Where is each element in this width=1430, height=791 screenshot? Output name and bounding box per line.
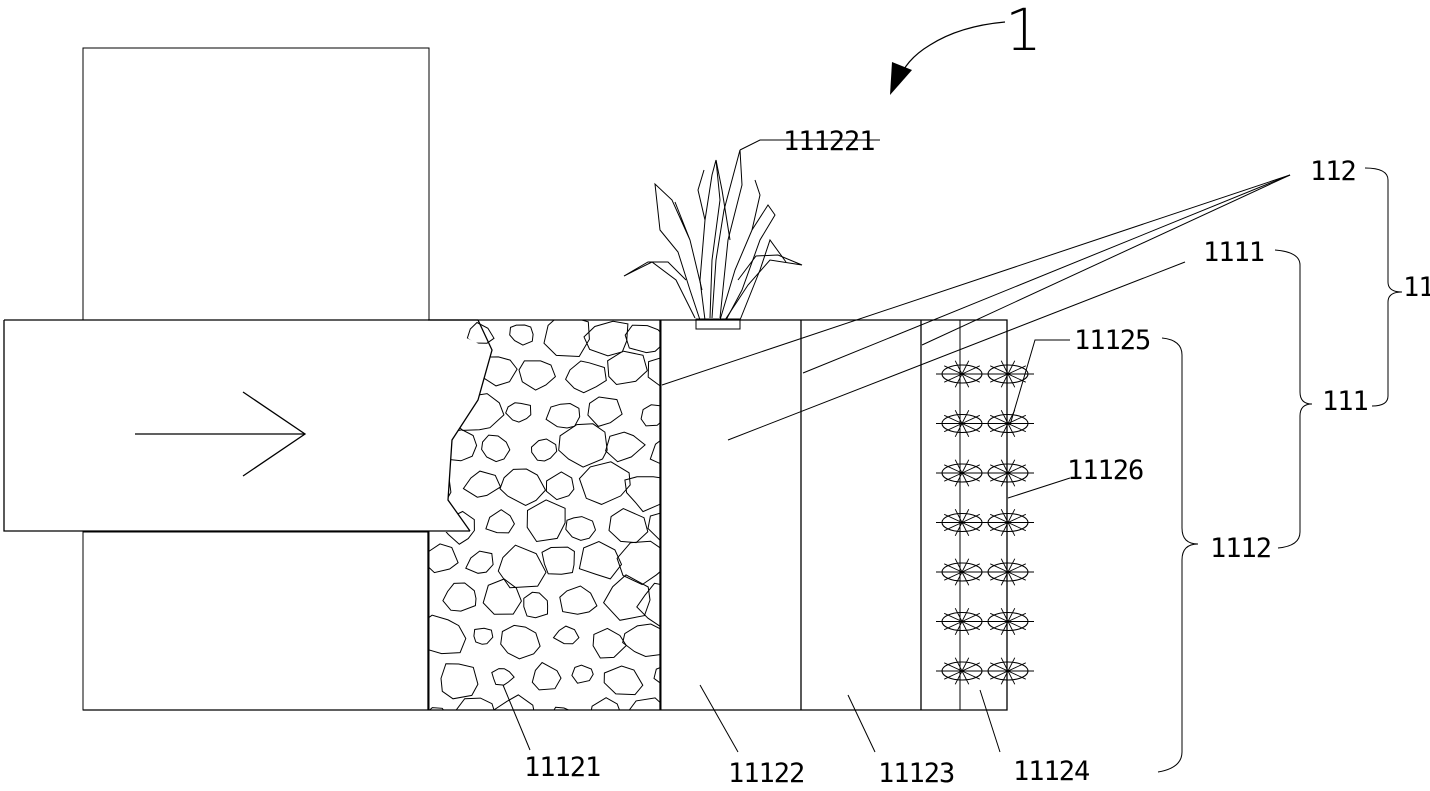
gravel-stone xyxy=(647,509,660,543)
brick-wall-top xyxy=(82,47,430,321)
gravel-stone xyxy=(442,582,477,612)
root-nodes xyxy=(936,360,1034,685)
gravel-stone xyxy=(428,326,450,346)
gravel-stone xyxy=(541,546,575,575)
label-11126: 11126 xyxy=(1067,455,1143,486)
gravel-stone xyxy=(481,356,518,387)
gravel-stone xyxy=(481,434,511,463)
gravel-stone xyxy=(465,550,494,574)
gravel-stone xyxy=(493,694,536,710)
gravel-stone xyxy=(583,320,629,357)
gravel-stone xyxy=(428,393,459,434)
gravel-stone xyxy=(473,627,494,645)
label-11121: 11121 xyxy=(524,752,600,783)
gravel-stone xyxy=(428,707,451,710)
figure-pointer-arrow xyxy=(890,21,1006,95)
gravel-stone xyxy=(518,360,556,391)
gravel-stone xyxy=(607,350,648,386)
label-11122: 11122 xyxy=(728,758,804,789)
gravel-stone xyxy=(499,468,547,507)
gravel-stone xyxy=(559,585,598,615)
label-1112: 1112 xyxy=(1210,533,1271,564)
gravel-stone xyxy=(466,321,495,344)
gravel-stone xyxy=(602,574,651,621)
gravel-stone xyxy=(500,624,541,660)
gravel-layer xyxy=(428,320,660,710)
gravel-stone xyxy=(605,431,646,463)
label-112: 112 xyxy=(1310,156,1356,187)
gravel-stone xyxy=(616,540,660,586)
label-11123: 11123 xyxy=(878,758,954,789)
gravel-stone xyxy=(545,471,575,501)
gravel-stone xyxy=(448,393,505,431)
gravel-stone xyxy=(428,467,452,504)
label-111221: 111221 xyxy=(783,126,875,157)
label-11125: 11125 xyxy=(1074,325,1150,356)
leader-lines xyxy=(502,139,1403,773)
label-11124: 11124 xyxy=(1013,756,1089,787)
gravel-stone xyxy=(627,697,660,710)
gravel-stone xyxy=(454,697,497,710)
gravel-stone xyxy=(608,508,649,544)
label-111: 111 xyxy=(1322,386,1368,417)
gravel-stone xyxy=(587,396,623,427)
gravel-stone xyxy=(571,664,594,684)
figure-number: 1 xyxy=(1005,0,1042,64)
gravel-stone xyxy=(653,663,660,686)
gravel-stone xyxy=(531,661,562,691)
gravel-stone xyxy=(649,435,660,470)
gravel-stone xyxy=(462,470,502,498)
gravel-stone xyxy=(428,543,459,574)
gravel-stone xyxy=(428,614,467,655)
gravel-stone xyxy=(565,516,597,541)
gravel-stone xyxy=(505,402,532,423)
gravel-stone xyxy=(578,461,631,505)
gravel-stone xyxy=(640,404,660,427)
label-11: 11 xyxy=(1403,272,1430,303)
gravel-stone xyxy=(482,578,522,615)
gravel-stone xyxy=(437,360,477,395)
gravel-stone xyxy=(491,668,515,686)
gravel-stone xyxy=(578,541,623,580)
gravel-stone xyxy=(565,360,607,394)
gravel-stone xyxy=(622,623,660,658)
gravel-stone xyxy=(558,423,608,468)
gravel-stone xyxy=(530,438,558,462)
gravel-stone xyxy=(624,324,660,354)
gravel-stone xyxy=(485,509,515,534)
gravel-stone xyxy=(647,355,660,391)
plus-media-layer xyxy=(800,319,922,711)
gravel-stone xyxy=(509,324,534,346)
inlet-pipe xyxy=(3,319,493,532)
gravel-stone xyxy=(552,625,580,645)
gravel-stone xyxy=(523,591,549,619)
gravel-stone xyxy=(497,544,547,589)
plant-icon xyxy=(623,149,803,321)
label-1111: 1111 xyxy=(1203,237,1264,268)
gravel-stone xyxy=(545,402,581,429)
gravel-stone xyxy=(592,627,627,659)
gravel-stone xyxy=(636,582,660,627)
gravel-stone xyxy=(589,697,622,710)
gravel-stone xyxy=(441,510,475,545)
gravel-stone xyxy=(624,476,660,513)
flow-arrow-icon xyxy=(135,391,307,477)
gravel-stone xyxy=(603,665,644,696)
brick-wall-bottom xyxy=(82,531,430,711)
gravel-stone xyxy=(526,499,566,543)
gravel-stone xyxy=(440,663,479,700)
